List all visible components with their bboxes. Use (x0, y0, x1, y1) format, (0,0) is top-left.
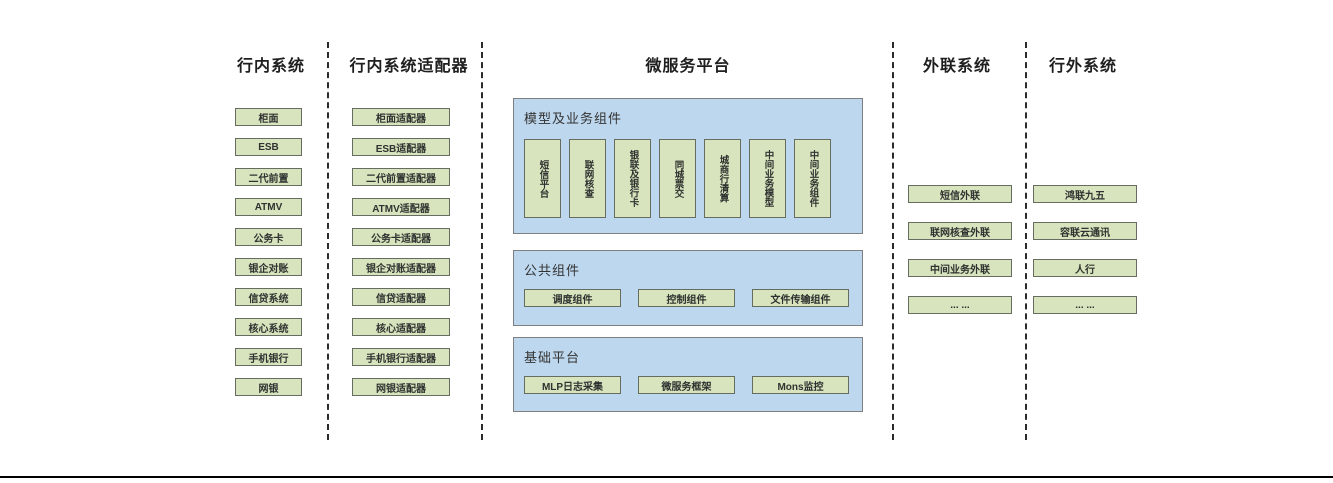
external-box: ... ... (908, 296, 1012, 314)
panel-basic-platform: 基础平台 MLP日志采集 微服务框架 Mons监控 (513, 337, 863, 412)
system-box: 二代前置 (235, 168, 302, 186)
panel-title: 模型及业务组件 (524, 111, 623, 126)
panel-public-components: 公共组件 调度组件 控制组件 文件传输组件 (513, 250, 863, 326)
external-box: 中间业务外联 (908, 259, 1012, 277)
column-header-internal-systems: 行内系统 (236, 58, 305, 75)
adapter-box: 核心适配器 (352, 318, 450, 336)
bottom-divider (0, 476, 1333, 478)
component-box: MLP日志采集 (524, 376, 621, 394)
panel-title: 基础平台 (524, 350, 581, 365)
component-box: 调度组件 (524, 289, 621, 307)
column-header-outside-systems: 行外系统 (1048, 58, 1117, 75)
adapter-box: 柜面适配器 (352, 108, 450, 126)
adapter-box: 二代前置适配器 (352, 168, 450, 186)
component-box: 中间业务模型 (749, 139, 786, 218)
panel-title: 公共组件 (524, 263, 581, 278)
component-label: 中间业务组件 (807, 150, 819, 207)
adapter-box: 网银适配器 (352, 378, 450, 396)
component-box: 中间业务组件 (794, 139, 831, 218)
outside-systems-list: 鸿联九五 容联云通讯 人行 ... ... (1033, 185, 1137, 314)
column-divider (481, 42, 483, 440)
adapter-box: 银企对账适配器 (352, 258, 450, 276)
column-divider (1025, 42, 1027, 440)
model-components-row: 短信平台 联网核查 银联及银行卡 同城票交 城商行清算 中间业务模型 中间业务组… (524, 139, 831, 218)
system-box: 核心系统 (235, 318, 302, 336)
component-label: 同城票交 (672, 159, 684, 198)
basic-platform-row: MLP日志采集 微服务框架 Mons监控 (524, 376, 849, 394)
system-box: 柜面 (235, 108, 302, 126)
internal-adapters-list: 柜面适配器 ESB适配器 二代前置适配器 ATMV适配器 公务卡适配器 银企对账… (352, 108, 450, 396)
column-header-external-link-systems: 外联系统 (922, 58, 991, 75)
component-box: 同城票交 (659, 139, 696, 218)
adapter-box: 手机银行适配器 (352, 348, 450, 366)
column-header-microservice-platform: 微服务平台 (645, 58, 731, 75)
component-box: 联网核查 (569, 139, 606, 218)
component-box: 控制组件 (638, 289, 735, 307)
component-box: 文件传输组件 (752, 289, 849, 307)
component-label: 中间业务模型 (762, 150, 774, 207)
component-label: 联网核查 (582, 159, 594, 198)
adapter-box: 信贷适配器 (352, 288, 450, 306)
component-label: 银联及银行卡 (627, 150, 639, 207)
system-box: ATMV (235, 198, 302, 216)
outside-box: ... ... (1033, 296, 1137, 314)
panel-model-business-components: 模型及业务组件 短信平台 联网核查 银联及银行卡 同城票交 城商行清算 中间业务… (513, 98, 863, 234)
system-box: 信贷系统 (235, 288, 302, 306)
public-components-row: 调度组件 控制组件 文件传输组件 (524, 289, 849, 307)
component-box: 城商行清算 (704, 139, 741, 218)
system-box: ESB (235, 138, 302, 156)
component-box: 短信平台 (524, 139, 561, 218)
column-divider (327, 42, 329, 440)
external-box: 联网核查外联 (908, 222, 1012, 240)
component-label: 短信平台 (537, 159, 549, 198)
component-box: 银联及银行卡 (614, 139, 651, 218)
component-box: 微服务框架 (638, 376, 735, 394)
outside-box: 容联云通讯 (1033, 222, 1137, 240)
internal-systems-list: 柜面 ESB 二代前置 ATMV 公务卡 银企对账 信贷系统 核心系统 手机银行… (235, 108, 302, 396)
adapter-box: ATMV适配器 (352, 198, 450, 216)
outside-box: 鸿联九五 (1033, 185, 1137, 203)
external-box: 短信外联 (908, 185, 1012, 203)
system-box: 银企对账 (235, 258, 302, 276)
system-box: 手机银行 (235, 348, 302, 366)
column-header-internal-adapters: 行内系统适配器 (349, 58, 469, 75)
system-box: 公务卡 (235, 228, 302, 246)
adapter-box: 公务卡适配器 (352, 228, 450, 246)
column-divider (892, 42, 894, 440)
external-link-list: 短信外联 联网核查外联 中间业务外联 ... ... (908, 185, 1012, 314)
component-label: 城商行清算 (717, 154, 729, 203)
outside-box: 人行 (1033, 259, 1137, 277)
system-box: 网银 (235, 378, 302, 396)
adapter-box: ESB适配器 (352, 138, 450, 156)
component-box: Mons监控 (752, 376, 849, 394)
